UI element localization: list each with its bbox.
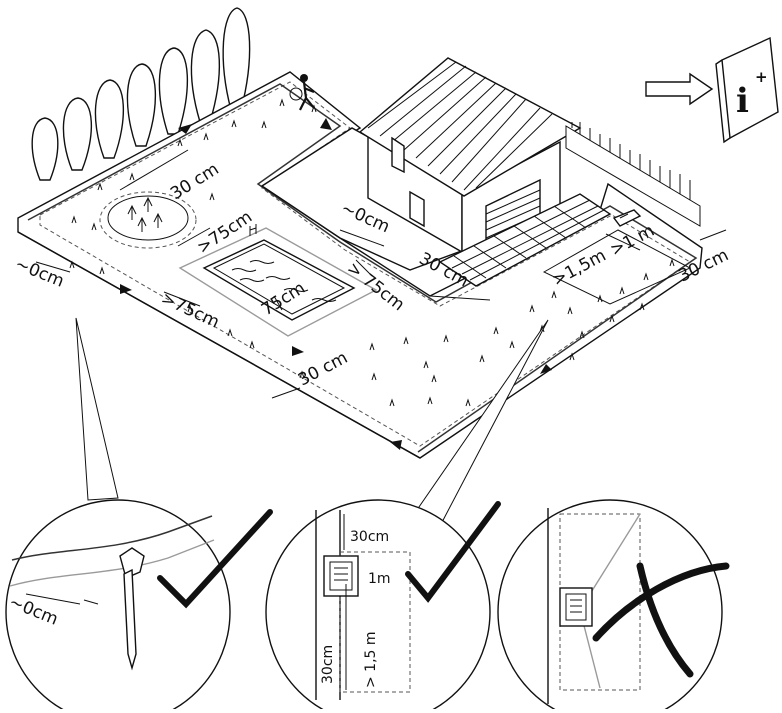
charging-station-icon — [612, 209, 642, 227]
detail-station-front: > 1,5 m — [363, 631, 379, 688]
person-icon — [289, 74, 315, 111]
flower-icon — [127, 196, 163, 232]
label-left-0cm: ~0cm — [12, 254, 67, 292]
tree — [190, 29, 221, 123]
charging-station-icon — [323, 555, 359, 597]
tree — [126, 63, 156, 147]
flower-bed — [99, 191, 197, 249]
station-clearance-zone — [339, 551, 411, 693]
detail-station-incorrect — [497, 499, 730, 713]
manual-reference: i + — [645, 36, 779, 144]
wire-cable — [11, 515, 213, 561]
flower-bed-boundary — [99, 191, 197, 249]
house-door — [409, 190, 425, 228]
detail-station-top: 30cm — [350, 529, 389, 545]
tree — [222, 7, 251, 111]
pool-boundary — [178, 227, 378, 337]
paved-path — [438, 193, 612, 287]
checkmark-icon — [157, 509, 273, 609]
boundary-wire — [39, 81, 691, 447]
dimension-lines — [35, 149, 727, 399]
peg-icon — [119, 547, 145, 671]
tree — [62, 97, 92, 171]
tree — [158, 47, 189, 135]
house-window — [391, 136, 405, 174]
detail-station-edge: 30cm — [320, 645, 336, 684]
water-icon — [231, 260, 337, 302]
detail-station-side: 1m — [368, 571, 391, 587]
manual-info-plus: + — [755, 68, 768, 86]
tree — [94, 79, 124, 159]
charging-station-icon — [559, 587, 593, 627]
manual-info-letter: i — [736, 81, 749, 121]
manual-book-icon: i + — [715, 36, 779, 144]
fence — [565, 122, 701, 227]
pool — [178, 224, 378, 337]
pool-ladder — [249, 224, 257, 236]
detail-wire-peg: ~0cm — [5, 499, 273, 713]
house — [260, 57, 582, 271]
detail-station-correct: 30cm 1m > 1,5 m 30cm — [265, 499, 501, 713]
tree-row — [31, 7, 251, 181]
checkmark-icon — [405, 501, 501, 603]
station-clearance-box — [542, 229, 692, 305]
tree — [31, 117, 59, 181]
cross-icon — [592, 562, 730, 678]
arrow-right-icon — [645, 72, 714, 106]
